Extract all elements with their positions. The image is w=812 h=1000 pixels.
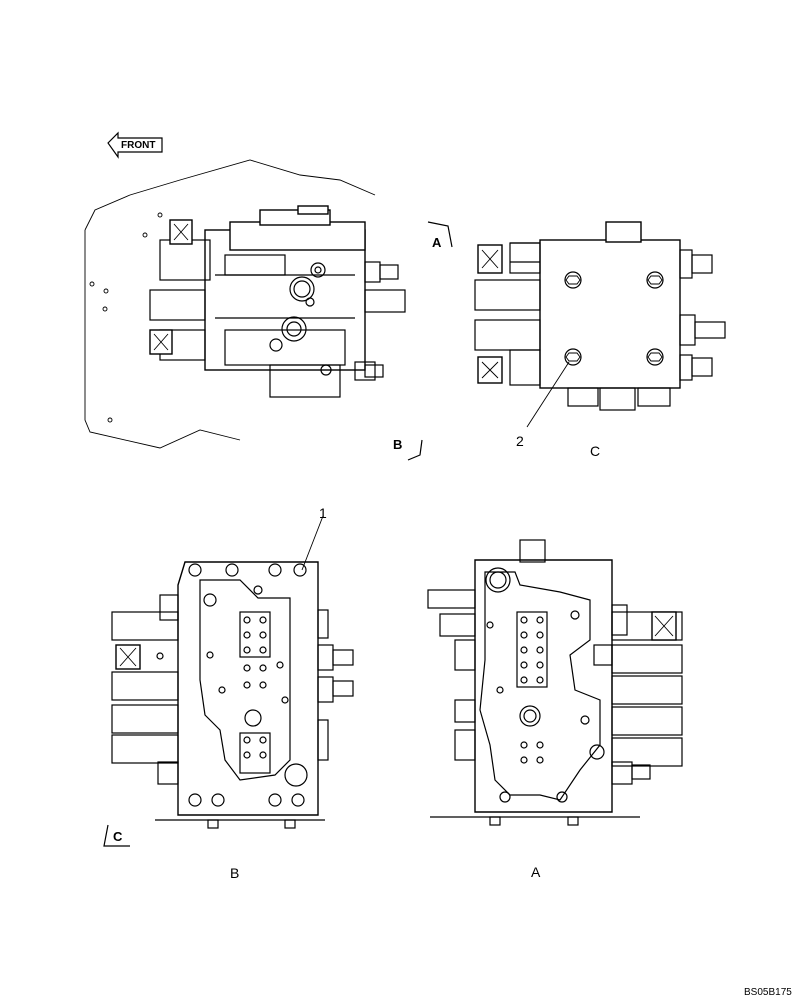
view-a-caption: A — [531, 864, 541, 880]
callout-2-leader — [526, 361, 570, 428]
callout-2: 2 — [516, 433, 524, 449]
plan-view: A B — [84, 159, 453, 461]
drawing-code: BS05B175 — [744, 987, 792, 998]
front-arrow: FRONT — [107, 131, 163, 159]
view-a: A — [427, 539, 683, 880]
view-marker-c: C — [103, 824, 130, 847]
view-c: 2 C — [474, 221, 726, 459]
view-marker-a: A — [427, 221, 453, 250]
callout-1-leader — [301, 515, 324, 571]
front-arrow-label: FRONT — [121, 140, 155, 151]
svg-text:A: A — [432, 235, 442, 250]
view-b-caption: B — [230, 865, 239, 881]
svg-text:B: B — [393, 437, 402, 452]
svg-text:C: C — [113, 829, 123, 844]
view-marker-b: B — [393, 437, 423, 461]
view-c-caption: C — [590, 443, 600, 459]
view-b: 1 C B — [103, 505, 354, 881]
callout-1: 1 — [319, 505, 327, 521]
